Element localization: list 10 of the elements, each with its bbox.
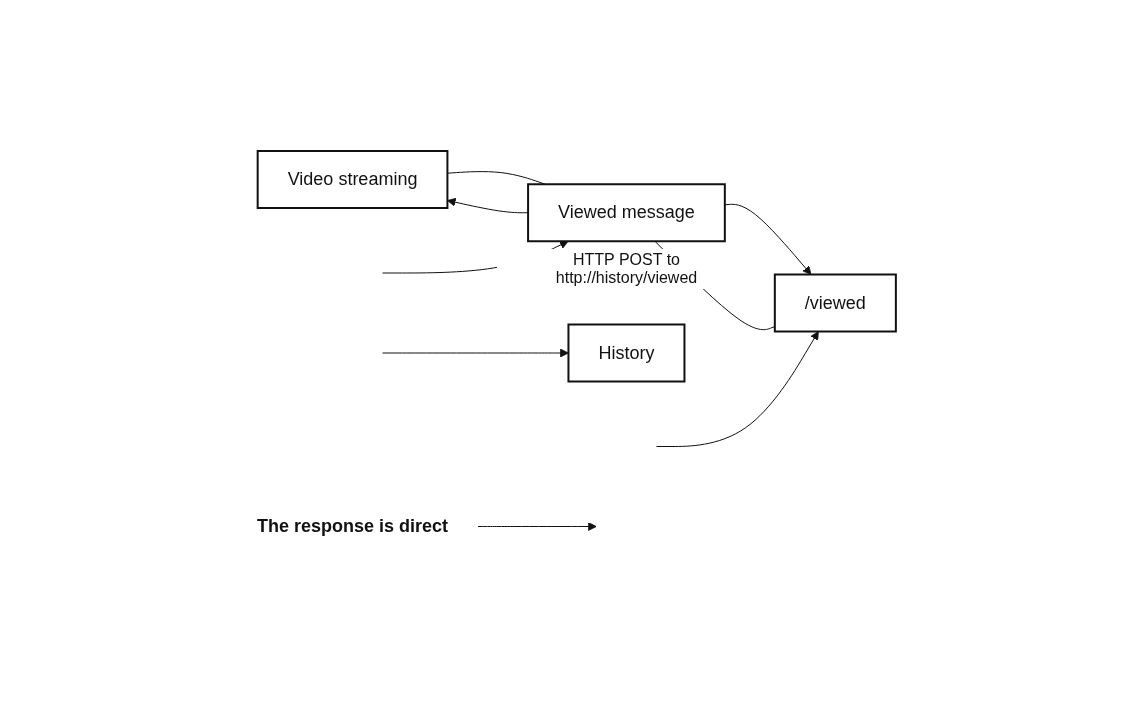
process-box: History bbox=[567, 323, 686, 383]
process-box: Viewed message bbox=[527, 183, 726, 243]
process-box: /viewed bbox=[773, 273, 897, 333]
process-box: Video streaming bbox=[256, 150, 449, 209]
arrow bbox=[724, 203, 812, 275]
arrow bbox=[447, 197, 529, 214]
arrow bbox=[656, 331, 819, 447]
arrow bbox=[382, 348, 569, 358]
note-text: The response is direct bbox=[257, 516, 449, 536]
arrow bbox=[477, 522, 597, 531]
